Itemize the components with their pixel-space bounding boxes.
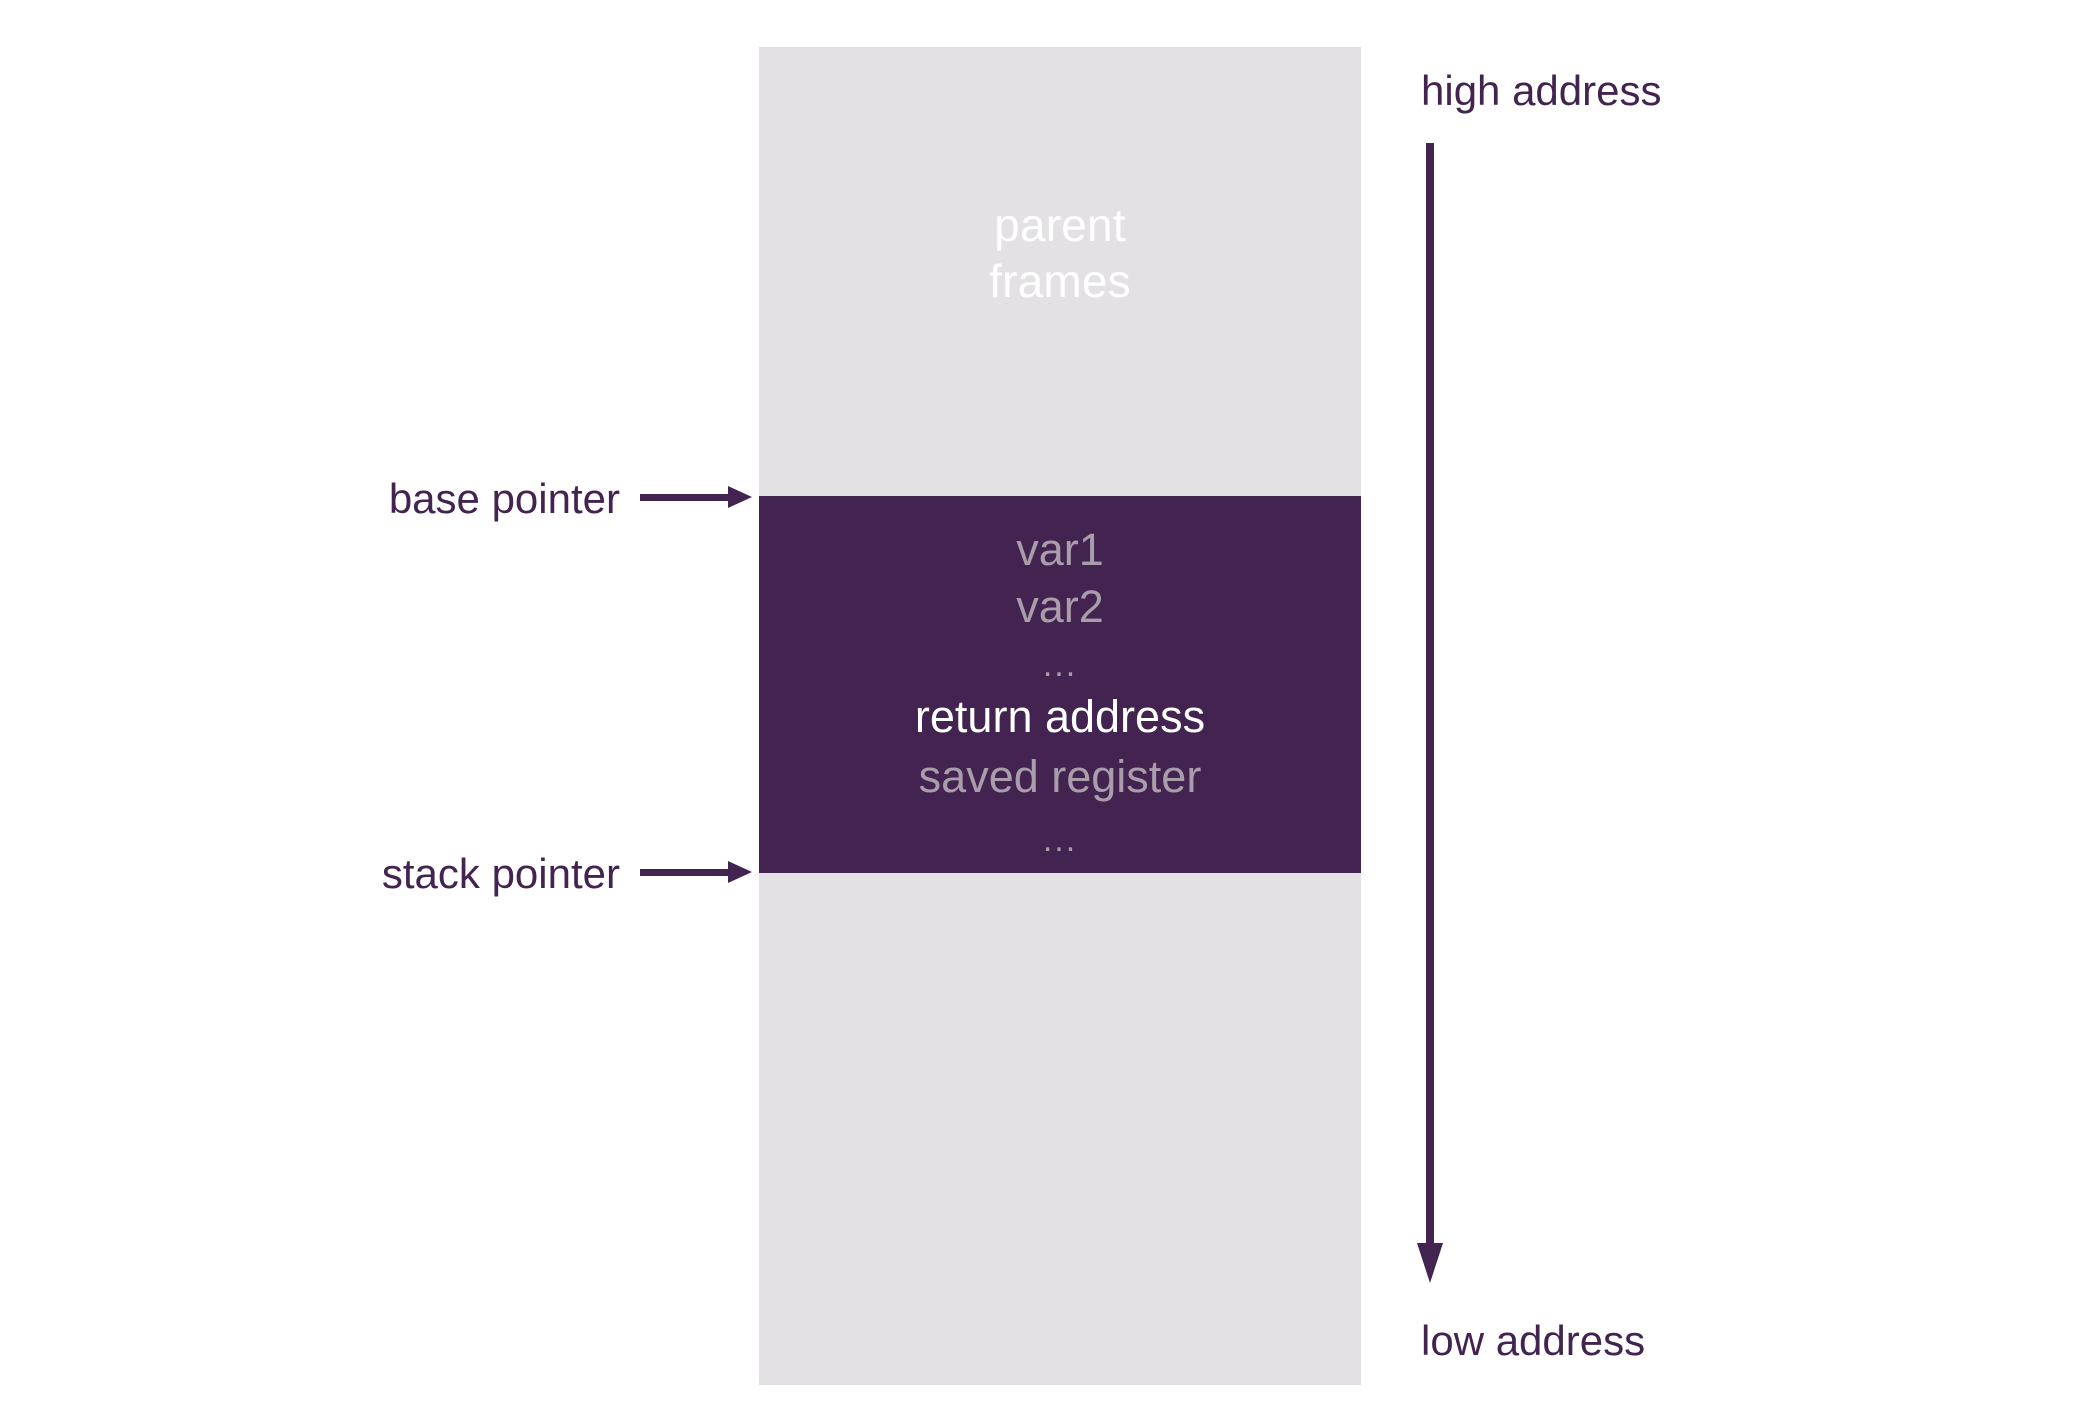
arrow-head xyxy=(1417,1243,1443,1283)
frame-row: var1 xyxy=(1016,524,1104,575)
arrow-head xyxy=(728,486,752,508)
frame-row: var2 xyxy=(1016,581,1104,632)
current-frame-rows: var1 var2 ... return address saved regis… xyxy=(759,496,1361,873)
parent-frames-line-2: frames xyxy=(989,255,1131,307)
low-address-label: low address xyxy=(1421,1317,1646,1364)
stack-pointer-label: stack pointer xyxy=(381,850,620,897)
base-pointer-label: base pointer xyxy=(388,475,620,522)
frame-row: return address xyxy=(914,691,1206,742)
frame-row: ... xyxy=(1042,646,1078,684)
base-pointer-arrow-icon xyxy=(640,486,752,508)
parent-frames-line-1: parent xyxy=(994,199,1126,251)
address-direction-arrow-icon xyxy=(1417,143,1443,1283)
arrow-shaft xyxy=(640,494,730,501)
current-frame-block: var1 var2 ... return address saved regis… xyxy=(759,496,1361,873)
arrow-head xyxy=(728,861,752,883)
arrow-shaft xyxy=(640,869,730,876)
stack-pointer-arrow-icon xyxy=(640,861,752,883)
high-address-label: high address xyxy=(1421,67,1662,114)
frame-row: ... xyxy=(1042,821,1078,859)
frame-row: saved register xyxy=(918,751,1202,802)
arrow-shaft xyxy=(1426,143,1434,1251)
parent-frames-label: parent frames xyxy=(759,197,1361,309)
